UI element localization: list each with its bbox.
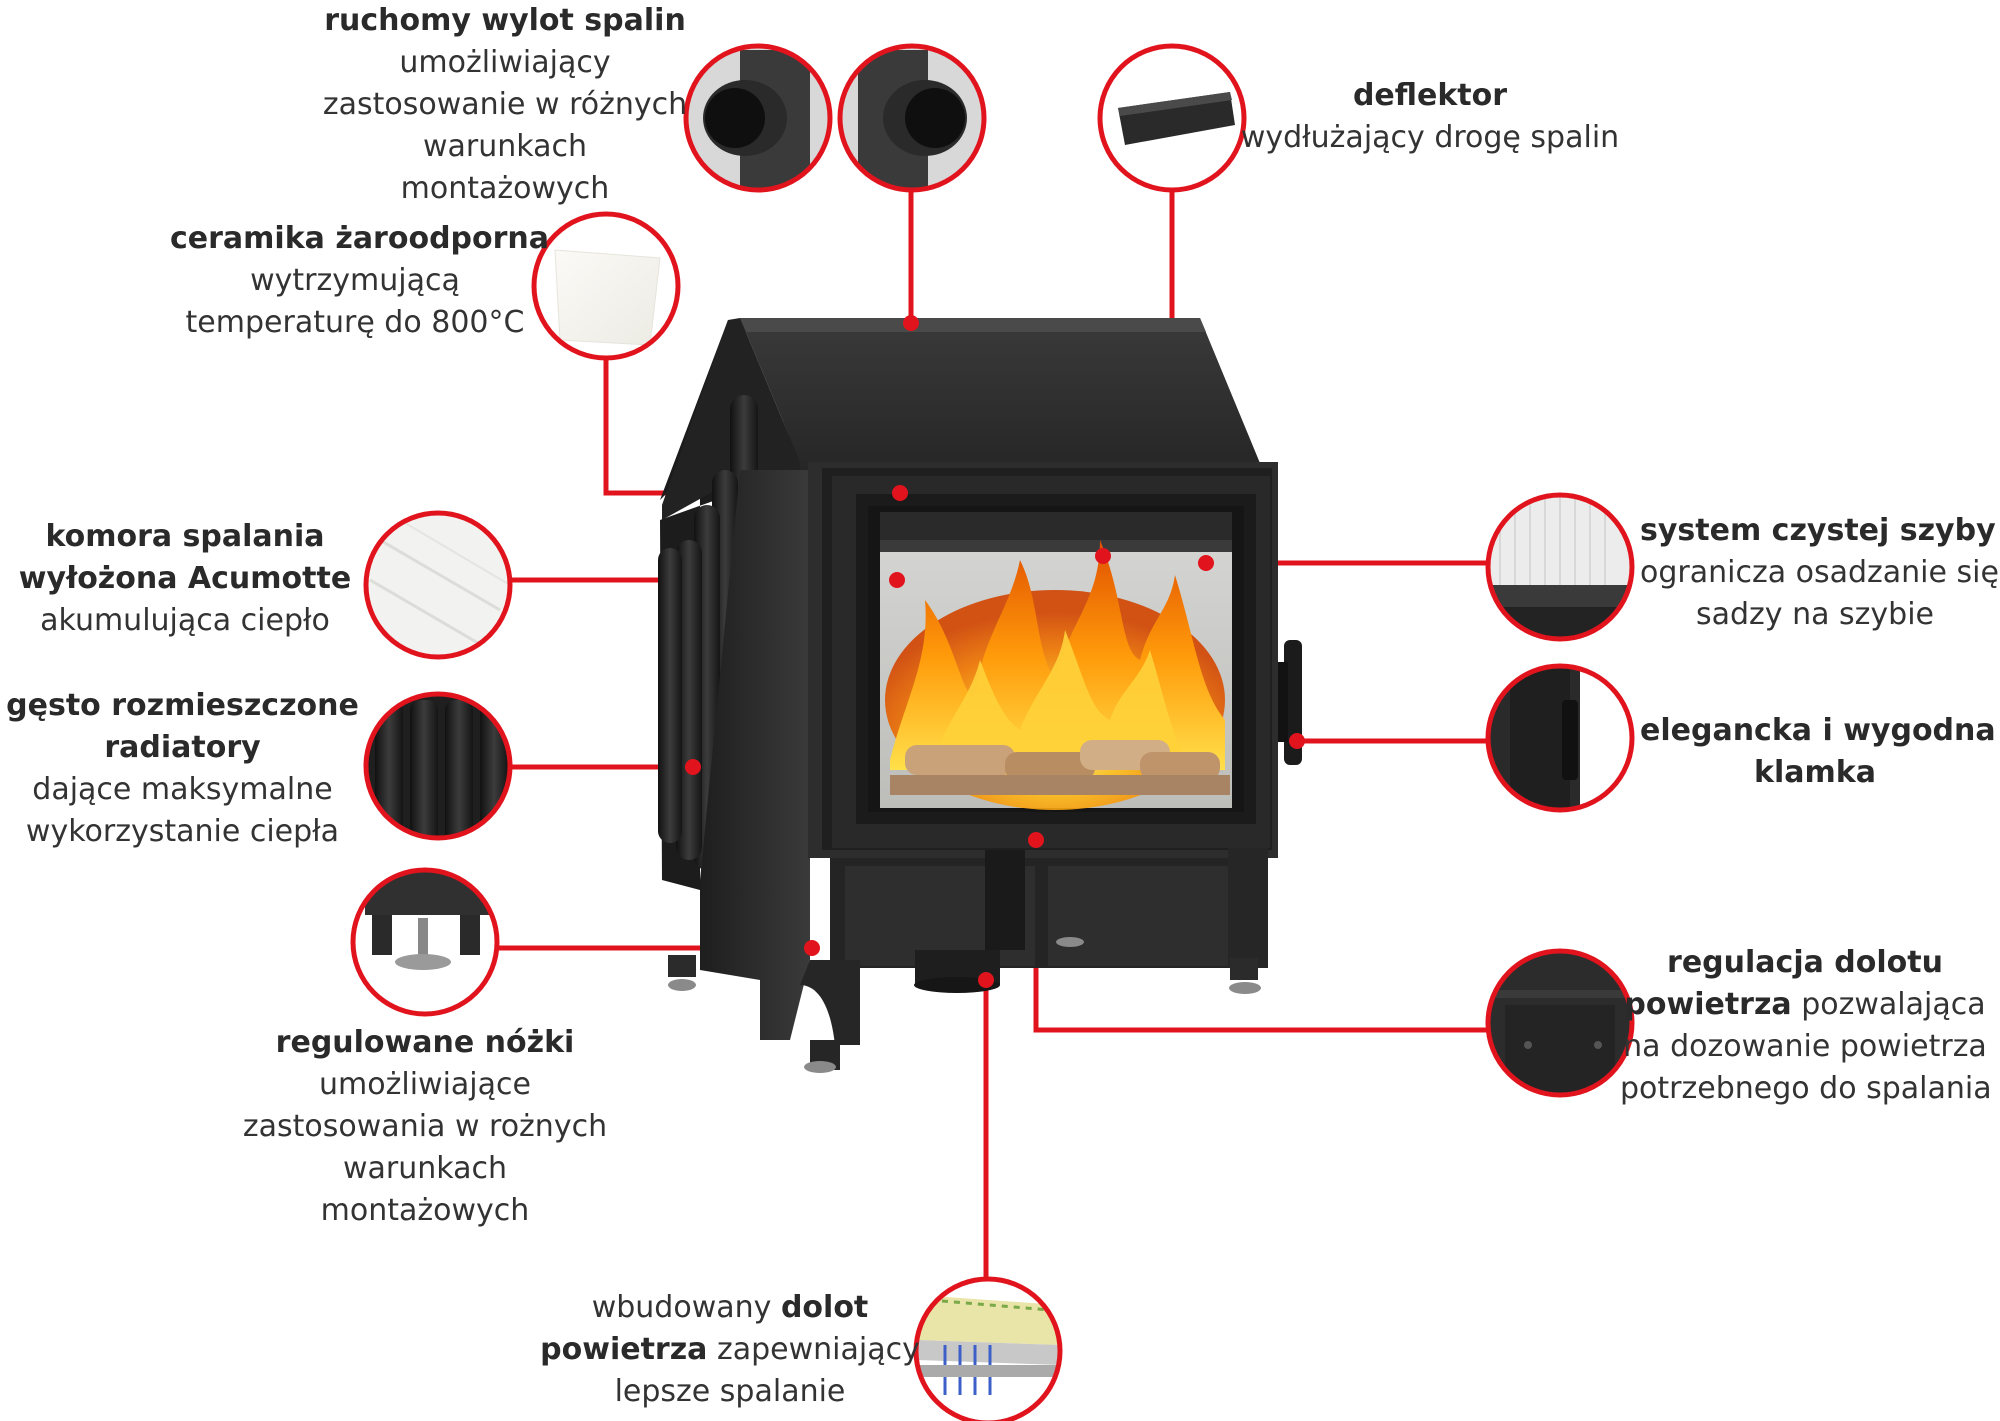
- feet-line-4: montażowych: [320, 1193, 530, 1228]
- label-ceramic: ceramika żaroodporna wytrzymującą temper…: [170, 218, 550, 344]
- flue-outlet-line-4: montażowych: [400, 171, 610, 206]
- detail-deflector: [1097, 43, 1247, 193]
- deflector-title: deflektor: [1352, 78, 1508, 113]
- logs: [890, 740, 1230, 795]
- regulation-title-1: regulacja dolotu: [1667, 945, 1943, 980]
- connector-lines: [497, 190, 1488, 1279]
- label-handle: elegancka i wygodna klamka: [1640, 710, 1996, 794]
- air-inlet-line-1: wbudowany dolot: [540, 1287, 920, 1329]
- flue-outlet-line-2: zastosowanie w różnych: [322, 87, 688, 122]
- clean-glass-line-1: ogranicza osadzanie się: [1640, 555, 1999, 590]
- handle-title-2: klamka: [1754, 755, 1876, 790]
- air-inlet-bold-2: powietrza: [540, 1332, 708, 1367]
- radiators-title-1: gęsto rozmieszczone: [6, 688, 359, 723]
- detail-clean-glass: [1485, 492, 1635, 642]
- air-inlet-prefix: wbudowany: [591, 1290, 772, 1325]
- label-feet: regulowane nóżki umożliwiające zastosowa…: [235, 1022, 615, 1232]
- ceramic-title: ceramika żaroodporna: [170, 221, 550, 256]
- chamber-title-2: wyłożona Acumotte: [18, 561, 352, 596]
- detail-air-inlet: [913, 1276, 1063, 1421]
- label-air-inlet: wbudowany dolot powietrza zapewniający l…: [540, 1287, 920, 1413]
- label-radiators: gęsto rozmieszczone radiatory dające mak…: [5, 685, 360, 853]
- detail-radiators: [363, 691, 513, 841]
- radiators-line-2: wykorzystanie ciepła: [25, 814, 340, 849]
- regulation-line-title-2: powietrza pozwalająca: [1620, 984, 1990, 1026]
- feet-line-2: zastosowania w rożnych: [242, 1109, 608, 1144]
- chamber-line-1: akumulująca ciepło: [40, 603, 330, 638]
- deflector-line-1: wydłużający drogę spalin: [1240, 120, 1620, 155]
- air-inlet-bold-1: dolot: [780, 1290, 869, 1325]
- clean-glass-line-2: sadzy na szybie: [1696, 597, 1934, 632]
- regulation-title-2: powietrza: [1624, 987, 1792, 1022]
- feet-title: regulowane nóżki: [275, 1025, 575, 1060]
- detail-handle: [1485, 663, 1635, 813]
- feet-line-3: warunkach: [342, 1151, 508, 1186]
- flue-outlet-title: ruchomy wylot spalin: [324, 3, 686, 38]
- label-air-regulation: regulacja dolotu powietrza pozwalająca n…: [1620, 942, 1992, 1110]
- radiators-line-1: dające maksymalne: [32, 772, 333, 807]
- detail-chamber: [363, 510, 513, 660]
- regulation-line-2: potrzebnego do spalania: [1620, 1071, 1992, 1106]
- air-inlet-suffix: zapewniający: [716, 1332, 920, 1367]
- regulation-after-title: pozwalająca: [1801, 987, 1986, 1022]
- air-inlet-line-2: powietrza zapewniający: [540, 1329, 920, 1371]
- radiators-title-2: radiatory: [104, 730, 261, 765]
- stove-body: [658, 318, 1302, 1073]
- detail-feet: [350, 867, 500, 1017]
- ceramic-line-1: wytrzymującą: [250, 263, 460, 298]
- detail-ceramic: [531, 211, 681, 361]
- label-combustion-chamber: komora spalania wyłożona Acumotte akumul…: [15, 516, 355, 642]
- detail-flue-outlet-right: [837, 43, 987, 193]
- flue-outlet-line-1: umożliwiający: [399, 45, 611, 80]
- label-flue-outlet: ruchomy wylot spalin umożliwiający zasto…: [320, 0, 690, 210]
- detail-flue-outlet-left: [683, 43, 833, 193]
- clean-glass-title: system czystej szyby: [1640, 513, 1996, 548]
- flue-outlet-line-3: warunkach: [422, 129, 588, 164]
- label-deflector: deflektor wydłużający drogę spalin: [1240, 75, 1620, 159]
- connector-dots: [685, 315, 1305, 988]
- label-clean-glass: system czystej szyby ogranicza osadzanie…: [1640, 510, 1999, 636]
- handle-title-1: elegancka i wygodna: [1640, 713, 1996, 748]
- detail-air-regulation: [1485, 948, 1635, 1098]
- regulation-line-1: na dozowanie powietrza: [1623, 1029, 1987, 1064]
- feet-line-1: umożliwiające: [319, 1067, 531, 1102]
- chamber-title-1: komora spalania: [45, 519, 325, 554]
- ceramic-line-2: temperaturę do 800°C: [185, 305, 525, 340]
- air-inlet-line-3: lepsze spalanie: [614, 1374, 846, 1409]
